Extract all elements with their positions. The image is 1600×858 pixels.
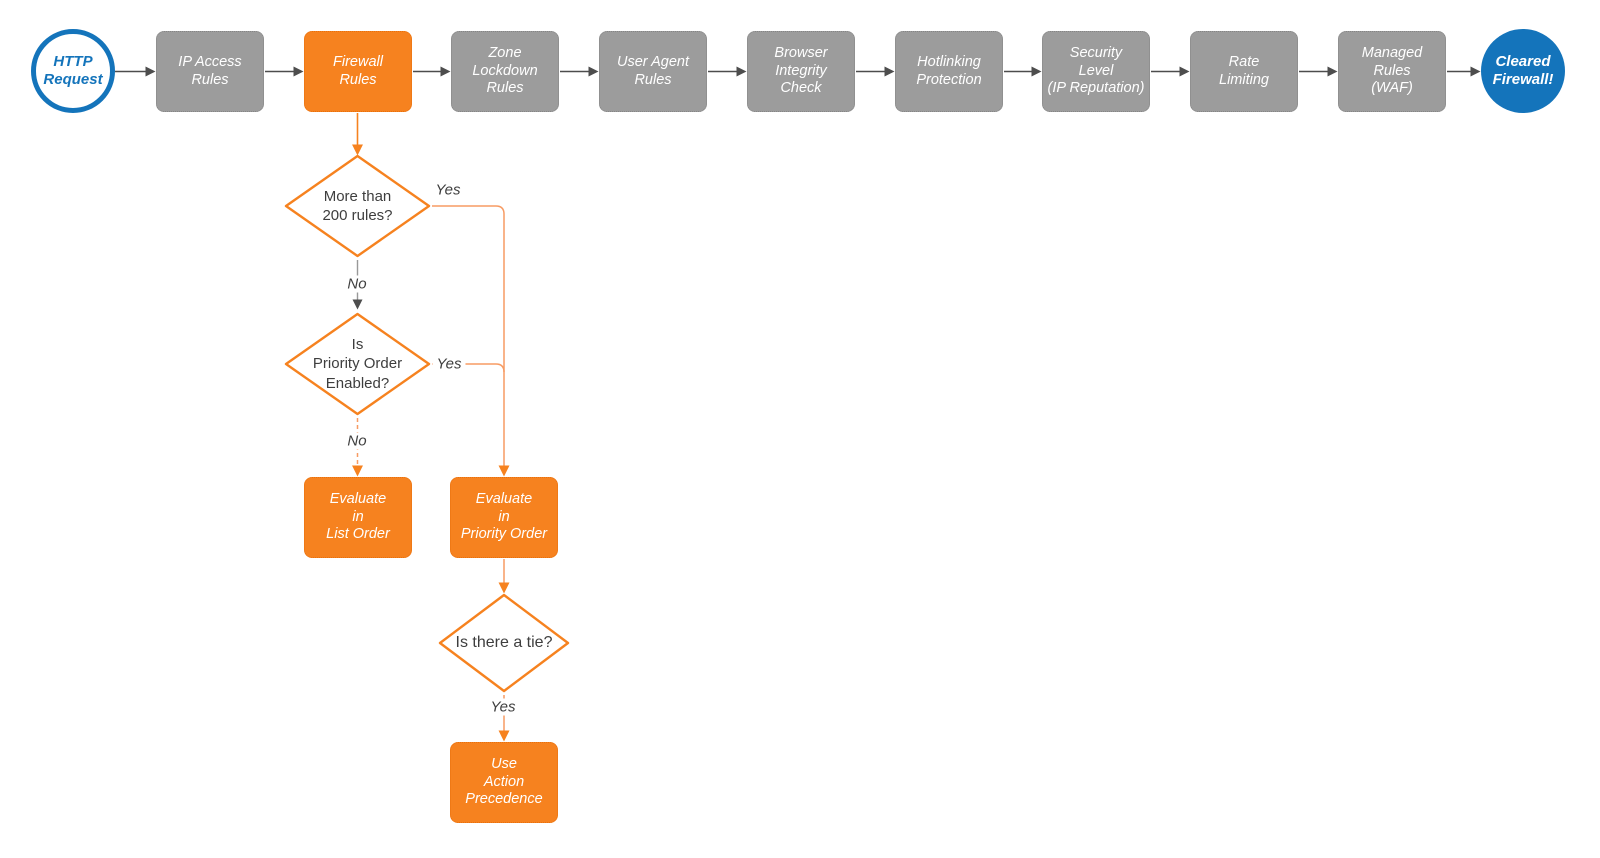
node-label: Browser Integrity Check (774, 44, 828, 97)
decision-label: More than 200 rules? (322, 187, 393, 225)
node-evaluate-in-list-order: Evaluate in List Order (304, 477, 412, 558)
node-label: Use Action Precedence (465, 755, 543, 808)
node-firewall-rules: Firewall Rules (304, 31, 412, 112)
node-zone-lockdown-rules: Zone Lockdown Rules (451, 31, 559, 112)
node-label: Cleared Firewall! (1492, 53, 1554, 88)
edge-decision1-yes-to-priority-order (432, 205, 510, 477)
node-hotlinking-protection: Hotlinking Protection (895, 31, 1003, 112)
node-label: Managed Rules (WAF) (1361, 44, 1423, 97)
node-managed-rules-waf: Managed Rules (WAF) (1338, 31, 1446, 112)
diamond-shape (284, 154, 431, 258)
node-label: Rate Limiting (1219, 53, 1269, 88)
node-user-agent-rules: User Agent Rules (599, 31, 707, 112)
node-label: Zone Lockdown Rules (472, 44, 538, 97)
node-cleared-firewall: Cleared Firewall! (1481, 29, 1565, 113)
diamond-shape (284, 312, 431, 416)
decision-label: Is there a tie? (455, 633, 553, 651)
node-label: Security Level (IP Reputation) (1047, 44, 1145, 97)
edge-label-decision1-yes: Yes (431, 181, 465, 199)
node-label: IP Access Rules (178, 53, 242, 88)
edge-label-decision3-yes: Yes (486, 698, 520, 716)
node-use-action-precedence: Use Action Precedence (450, 742, 558, 823)
node-rate-limiting: Rate Limiting (1190, 31, 1298, 112)
node-label: User Agent Rules (617, 53, 689, 88)
edge-label-decision2-yes: Yes (432, 355, 466, 373)
node-label: Hotlinking Protection (916, 53, 982, 88)
node-evaluate-in-priority-order: Evaluate in Priority Order (450, 477, 558, 558)
node-browser-integrity-check: Browser Integrity Check (747, 31, 855, 112)
node-http-request: HTTP Request (31, 29, 115, 113)
diamond-shape (438, 593, 570, 693)
decision-is-there-a-tie: Is there a tie? (438, 593, 570, 693)
edge-label-decision1-no: No (343, 275, 371, 293)
node-label: HTTP Request (43, 53, 103, 88)
edge-decision2-yes-join (432, 363, 505, 373)
node-label: Evaluate in Priority Order (460, 490, 548, 543)
node-label: Evaluate in List Order (326, 490, 390, 543)
decision-more-than-200-rules: More than 200 rules? (284, 154, 431, 258)
edge-label-decision2-no: No (343, 432, 371, 450)
decision-priority-order-enabled: Is Priority Order Enabled? (284, 312, 431, 416)
decision-label: Is Priority Order Enabled? (312, 335, 403, 392)
node-ip-access-rules: IP Access Rules (156, 31, 264, 112)
node-security-level: Security Level (IP Reputation) (1042, 31, 1150, 112)
node-label: Firewall Rules (333, 53, 383, 88)
